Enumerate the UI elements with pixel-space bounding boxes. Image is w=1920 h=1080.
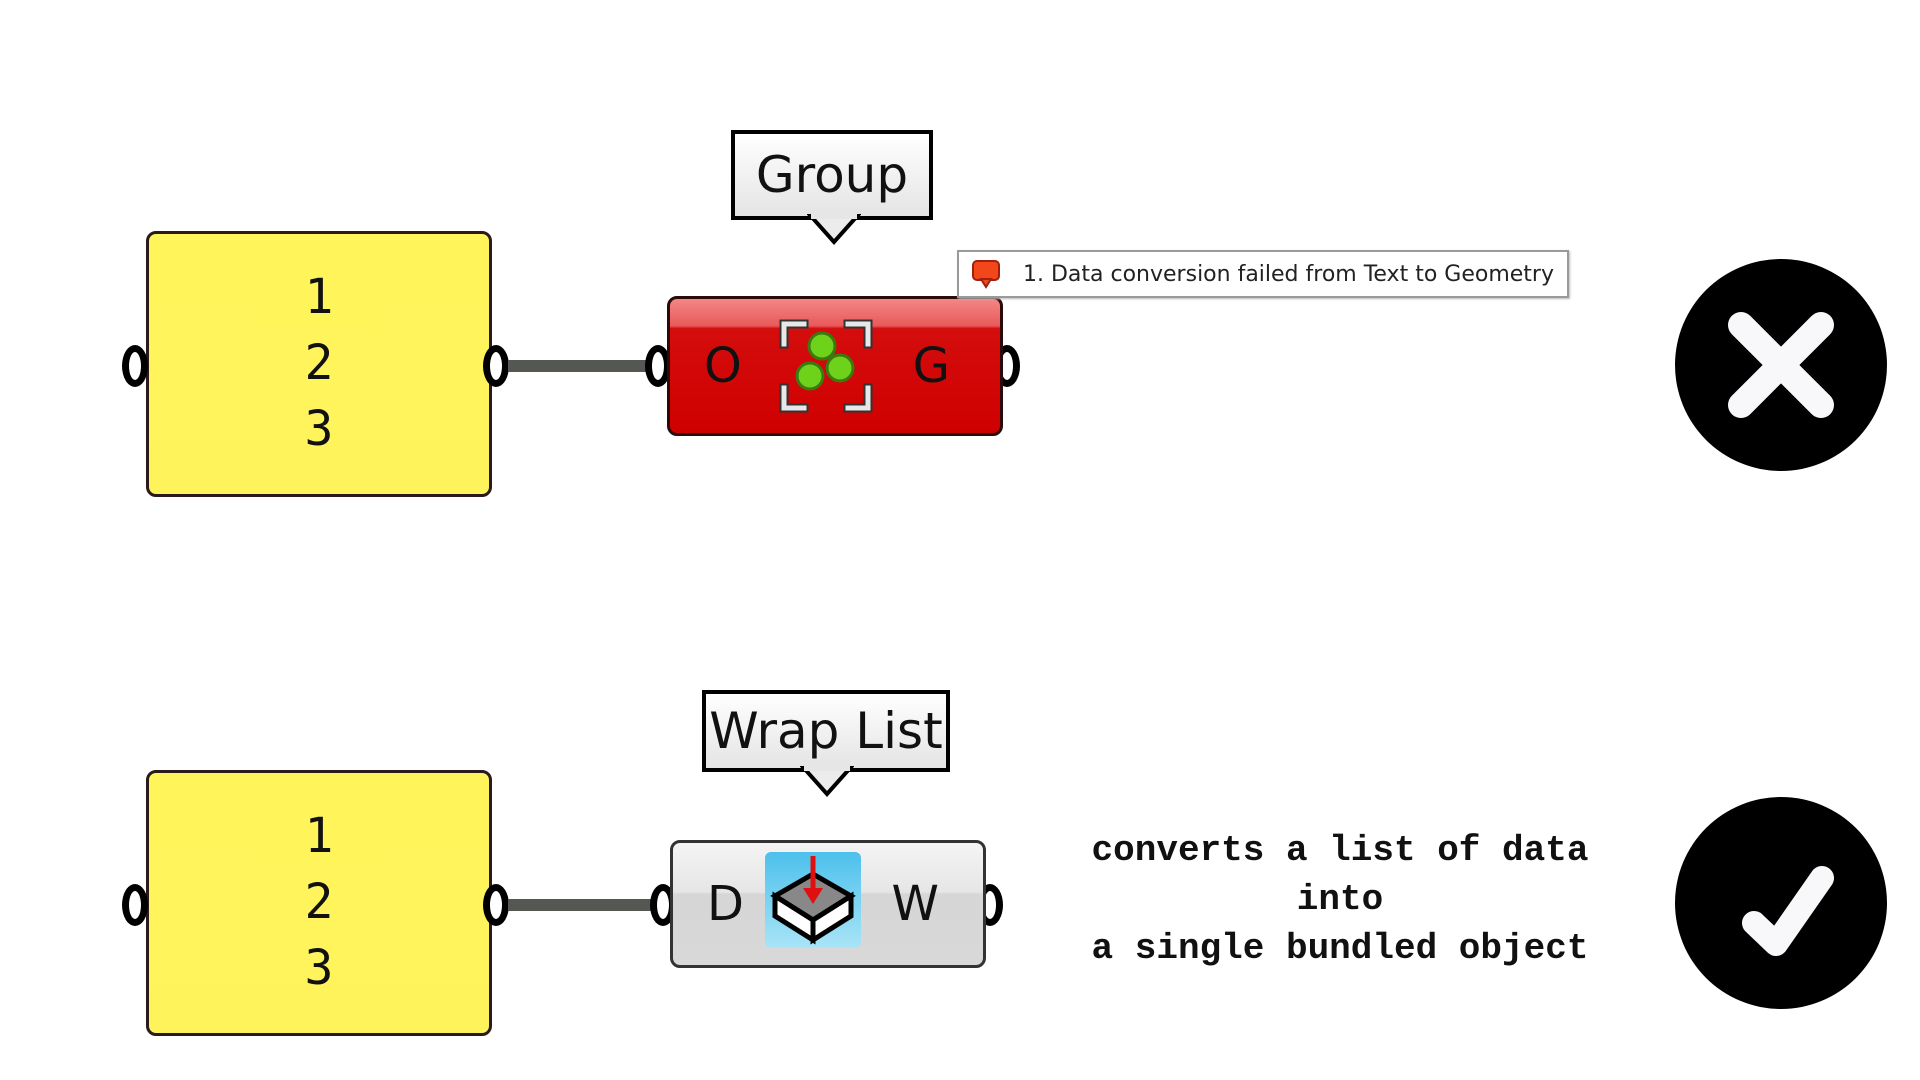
panel-value: 3 — [304, 401, 334, 457]
wrap-list-component[interactable]: D W — [670, 840, 986, 968]
error-message-bar: 1. Data conversion failed from Text to G… — [957, 250, 1569, 298]
x-circle-icon — [1675, 259, 1887, 471]
component-name-tooltip: Wrap List — [702, 690, 950, 772]
panel-value: 2 — [304, 335, 334, 391]
output-label: W — [891, 876, 939, 932]
panel-value: 1 — [304, 269, 334, 325]
check-circle-icon — [1675, 797, 1887, 1009]
group-component[interactable]: O G — [667, 296, 1003, 436]
description-line: converts a list of data — [1091, 830, 1589, 871]
tooltip-pointer — [807, 214, 861, 246]
description-text: converts a list of data into a single bu… — [1040, 826, 1640, 973]
panel-bottom[interactable]: 1 2 3 — [146, 770, 492, 1036]
component-name-tooltip: Group — [731, 130, 933, 220]
panel-values: 1 2 3 — [149, 264, 489, 462]
error-balloon-icon — [972, 260, 1000, 289]
output-label: G — [912, 338, 950, 394]
description-line: into — [1296, 879, 1384, 920]
panel-output-port[interactable] — [483, 884, 509, 926]
tooltip-label: Group — [755, 146, 909, 204]
panel-values: 1 2 3 — [149, 803, 489, 1001]
description-line: a single bundled object — [1091, 928, 1589, 969]
panel-value: 2 — [304, 874, 334, 930]
wire[interactable] — [508, 899, 664, 911]
panel-input-port[interactable] — [122, 884, 148, 926]
wire[interactable] — [508, 360, 660, 372]
error-text: 1. Data conversion failed from Text to G… — [1023, 261, 1554, 287]
input-label: O — [704, 338, 742, 394]
tooltip-label: Wrap List — [709, 702, 943, 760]
wrap-list-icon — [765, 852, 861, 948]
panel-value: 3 — [304, 940, 334, 996]
group-icon — [779, 319, 873, 413]
input-label: D — [707, 876, 744, 932]
panel-value: 1 — [304, 808, 334, 864]
panel-input-port[interactable] — [122, 345, 148, 387]
panel-top[interactable]: 1 2 3 — [146, 231, 492, 497]
panel-output-port[interactable] — [483, 345, 509, 387]
tooltip-pointer — [800, 766, 854, 798]
